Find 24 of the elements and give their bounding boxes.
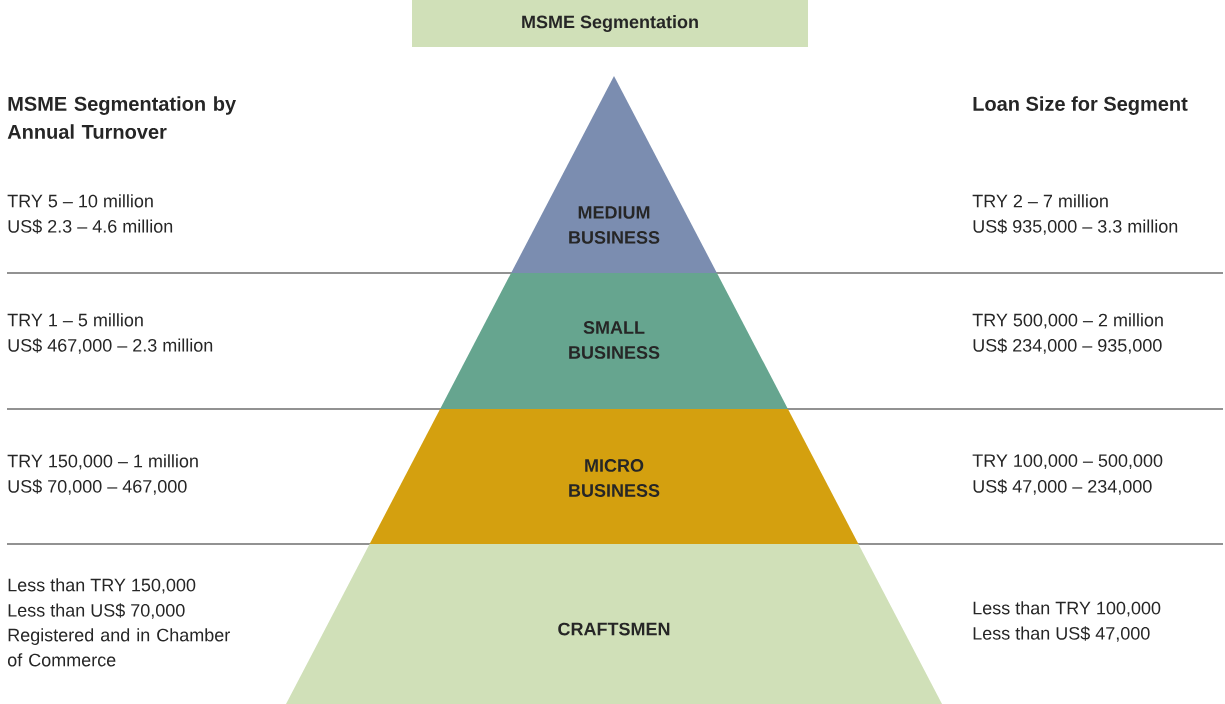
value-text: US$ 70,000 – 467,000: [8, 479, 187, 495]
value-text: US$ 2.3 – 4.6 million: [8, 219, 173, 234]
value-text: US$ 47,000 – 234,000: [973, 479, 1152, 495]
value-text: Registered and in Chamber of Commerce: [7, 628, 230, 667]
pyramid-tier: SMALL BUSINESS: [440, 273, 788, 409]
value-text: TRY 1 – 5 million: [7, 313, 143, 327]
title-banner: MSME Segmentation: [412, 0, 808, 47]
value-text: Less than US$ 47,000: [973, 626, 1150, 642]
value-text: TRY 150,000 – 1 million: [7, 454, 198, 470]
pyramid-tier: MEDIUM BUSINESS: [511, 76, 717, 273]
value-text: TRY 100,000 – 500,000: [972, 454, 1163, 470]
column-heading: Loan Size for Segment: [973, 96, 1188, 115]
pyramid-tier: CRAFTSMEN: [286, 544, 942, 704]
column-heading: MSME Segmentation by Annual Turnover: [7, 96, 236, 139]
value-text: US$ 467,000 – 2.3 million: [8, 338, 213, 354]
value-text: Less than TRY 100,000: [973, 601, 1161, 617]
value-text: US$ 234,000 – 935,000: [973, 338, 1162, 354]
value-text: TRY 5 – 10 million: [7, 194, 153, 208]
value-text: TRY 500,000 – 2 million: [972, 313, 1163, 329]
value-text: Less than TRY 150,000: [8, 578, 196, 594]
pyramid-tier: MICRO BUSINESS: [369, 409, 859, 544]
value-text: TRY 2 – 7 million: [972, 194, 1108, 208]
value-text: Less than US$ 70,000: [8, 603, 185, 619]
value-text: US$ 935,000 – 3.3 million: [973, 219, 1178, 235]
